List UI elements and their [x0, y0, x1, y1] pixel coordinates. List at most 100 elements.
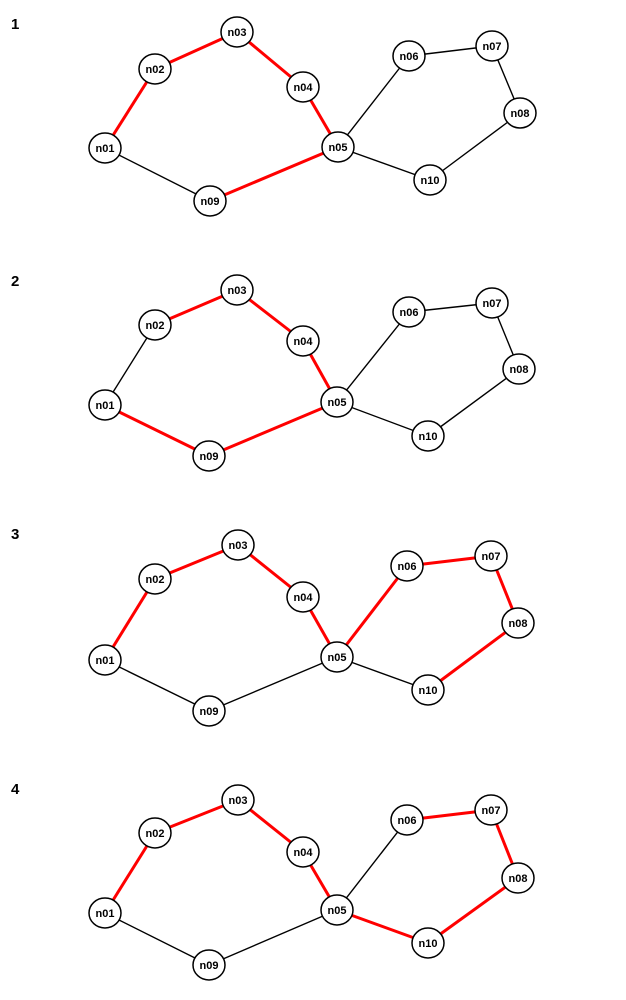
node-label-n07: n07: [482, 805, 501, 817]
node-label-n05: n05: [328, 397, 347, 409]
edge-n01-n09: [104, 403, 210, 458]
node-label-n10: n10: [421, 175, 440, 187]
node-label-n06: n06: [398, 815, 417, 827]
node-n02: [138, 53, 172, 85]
node-n05: [320, 894, 354, 926]
edge-n08-n10: [427, 368, 520, 437]
edge-n05-n06: [335, 565, 409, 658]
node-label-n08: n08: [511, 108, 530, 120]
node-n06: [392, 40, 426, 72]
node-n08: [501, 862, 535, 894]
node-n04: [286, 581, 320, 613]
edge-n08-n10: [427, 621, 519, 692]
node-n08: [502, 353, 536, 385]
node-label-n04: n04: [294, 847, 314, 859]
node-label-n09: n09: [201, 196, 220, 208]
graph-3-index: 3: [11, 526, 20, 543]
node-label-n02: n02: [146, 320, 165, 332]
node-n06: [390, 804, 424, 836]
node-label-n02: n02: [146, 828, 165, 840]
node-label-n03: n03: [229, 540, 248, 552]
node-label-n05: n05: [329, 142, 348, 154]
node-n03: [220, 16, 254, 48]
node-n05: [321, 131, 355, 163]
node-label-n01: n01: [96, 908, 115, 920]
node-n01: [88, 132, 122, 164]
node-label-n04: n04: [294, 592, 314, 604]
node-n02: [138, 309, 172, 341]
node-label-n06: n06: [400, 51, 419, 63]
node-label-n04: n04: [294, 336, 314, 348]
node-n04: [286, 71, 320, 103]
node-n03: [221, 529, 255, 561]
edge-n05-n06: [337, 55, 410, 148]
edge-n01-n09: [104, 912, 210, 966]
node-label-n10: n10: [419, 685, 438, 697]
node-label-n09: n09: [200, 960, 219, 972]
node-label-n02: n02: [146, 574, 165, 586]
node-n06: [392, 296, 426, 328]
node-label-n07: n07: [483, 298, 502, 310]
node-n07: [475, 287, 509, 319]
graph-2-index: 2: [11, 273, 20, 290]
node-n04: [286, 836, 320, 868]
node-label-n08: n08: [510, 364, 529, 376]
edge-n08-n10: [427, 876, 519, 945]
node-n01: [88, 897, 122, 929]
node-n10: [411, 927, 445, 959]
node-label-n10: n10: [419, 938, 438, 950]
node-label-n02: n02: [146, 64, 165, 76]
graph-1-index: 1: [11, 16, 20, 33]
node-label-n05: n05: [328, 905, 347, 917]
node-label-n03: n03: [228, 27, 247, 39]
edge-n08-n10: [429, 112, 521, 181]
node-label-n08: n08: [509, 873, 528, 885]
edge-n01-n09: [104, 659, 210, 712]
edge-n09-n05: [208, 656, 338, 712]
node-n07: [474, 794, 508, 826]
edge-n09-n05: [208, 909, 338, 966]
node-n02: [138, 817, 172, 849]
edge-n05-n06: [336, 311, 410, 403]
node-n09: [192, 695, 226, 727]
node-label-n01: n01: [96, 143, 115, 155]
node-n05: [320, 641, 354, 673]
node-label-n07: n07: [483, 41, 502, 53]
edge-n05-n06: [336, 819, 408, 911]
graph-4-index: 4: [11, 781, 20, 798]
node-label-n06: n06: [400, 307, 419, 319]
node-n07: [475, 30, 509, 62]
node-n07: [474, 540, 508, 572]
edge-n09-n05: [209, 145, 339, 203]
node-label-n09: n09: [200, 706, 219, 718]
node-n02: [138, 563, 172, 595]
node-n03: [221, 784, 255, 816]
node-label-n10: n10: [419, 431, 438, 443]
node-n10: [413, 164, 447, 196]
node-n05: [320, 386, 354, 418]
node-label-n07: n07: [482, 551, 501, 563]
node-n08: [501, 607, 535, 639]
node-n01: [88, 644, 122, 676]
node-n01: [88, 389, 122, 421]
node-n04: [286, 325, 320, 357]
node-label-n01: n01: [96, 400, 115, 412]
node-n06: [390, 550, 424, 582]
node-n09: [193, 185, 227, 217]
node-n09: [192, 949, 226, 981]
node-label-n09: n09: [200, 451, 219, 463]
node-label-n08: n08: [509, 618, 528, 630]
node-label-n03: n03: [228, 285, 247, 297]
node-label-n06: n06: [398, 561, 417, 573]
node-n10: [411, 420, 445, 452]
node-n03: [220, 274, 254, 306]
edge-n09-n05: [208, 400, 338, 458]
node-n10: [411, 674, 445, 706]
node-n08: [503, 97, 537, 129]
edge-n01-n09: [104, 147, 211, 202]
node-label-n01: n01: [96, 655, 115, 667]
node-label-n05: n05: [328, 652, 347, 664]
node-label-n04: n04: [294, 82, 314, 94]
